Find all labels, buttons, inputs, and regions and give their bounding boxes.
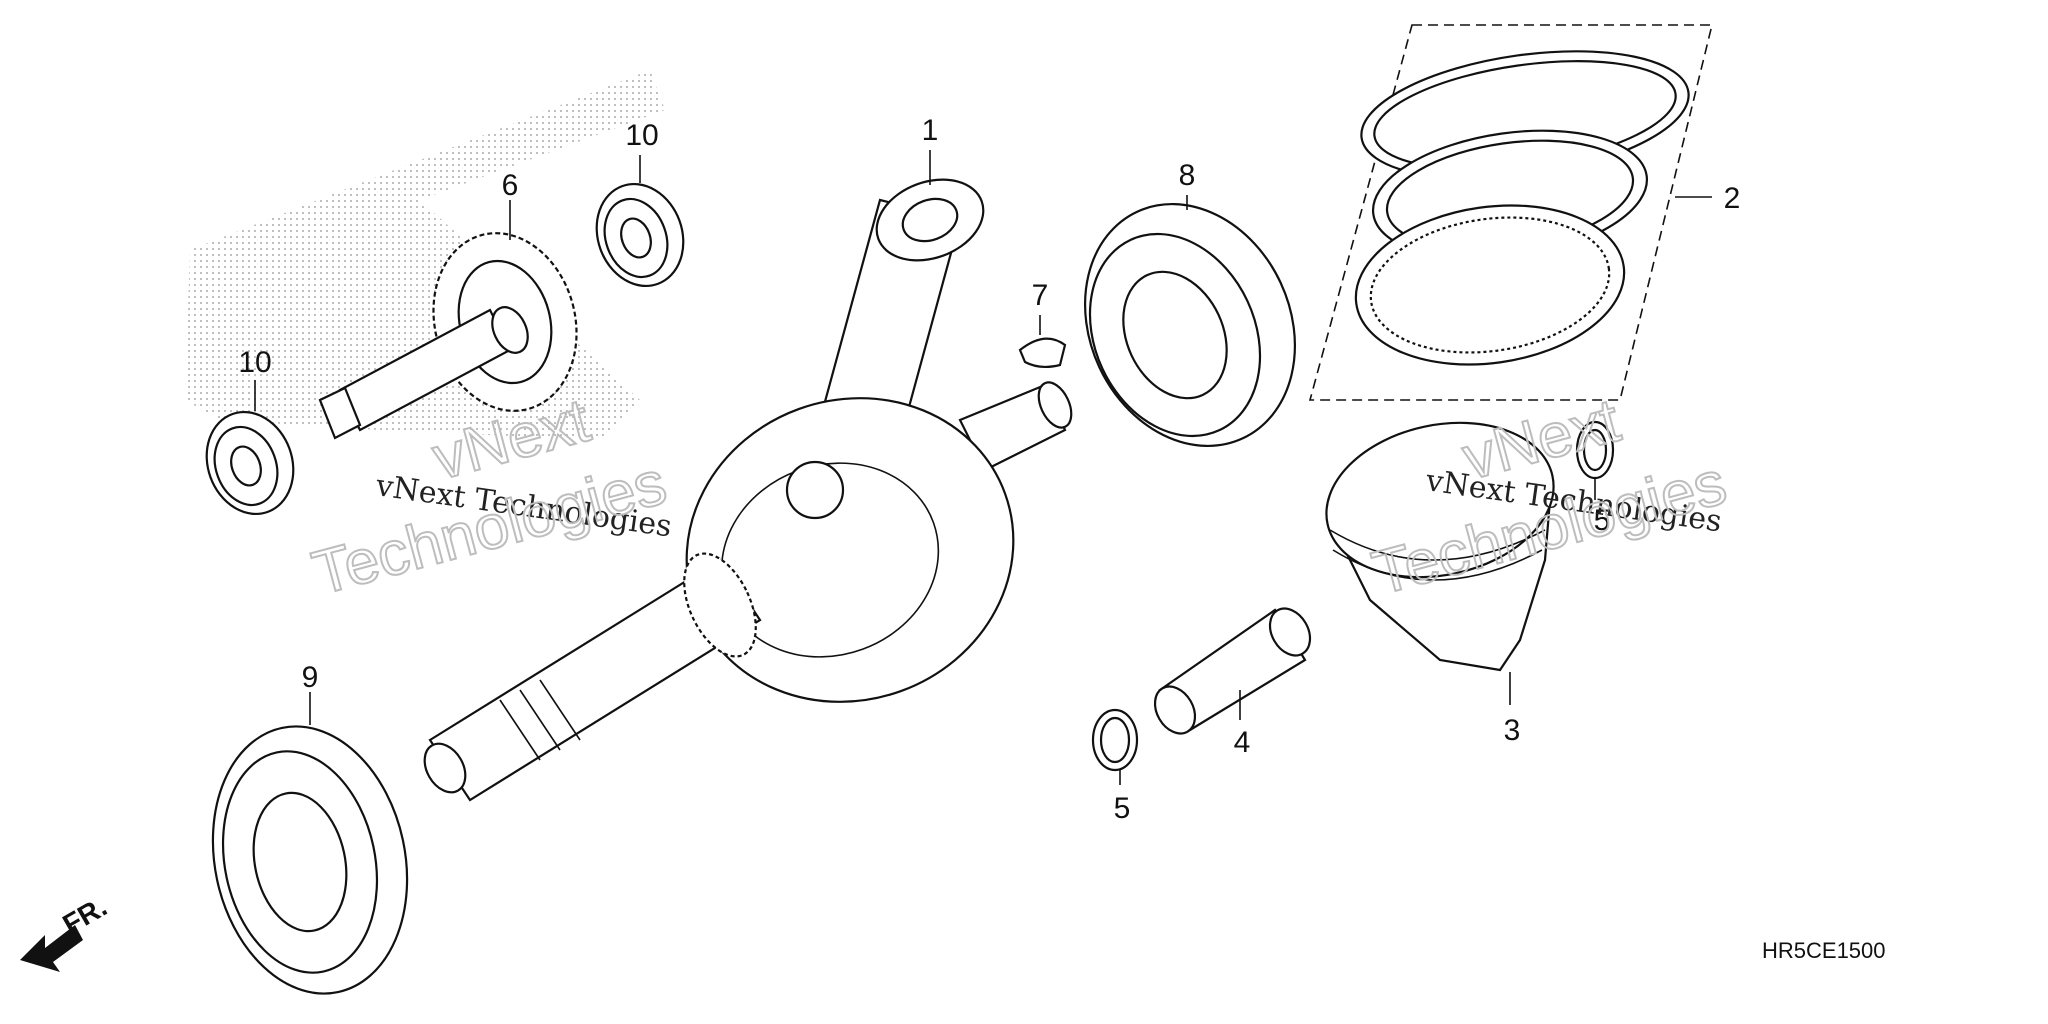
callout-3: 3: [1504, 714, 1521, 747]
callout-5-left: 5: [1114, 792, 1131, 825]
balancer-shaft: [318, 232, 578, 440]
callout-9: 9: [302, 661, 319, 694]
callout-8: 8: [1179, 159, 1196, 192]
callout-4: 4: [1234, 726, 1251, 759]
woodruff-key: [1018, 337, 1067, 369]
callout-7: 7: [1032, 279, 1049, 312]
diagram-code: HR5CE1500: [1762, 938, 1886, 963]
crankshaft-connecting-rod: [423, 178, 1073, 802]
piston-pin: [1153, 607, 1312, 735]
callout-5-right: 5: [1594, 504, 1611, 537]
balancer-bearing-lower: [205, 410, 295, 516]
leader-lines: [254, 150, 1712, 785]
piston-pin-clip-right: [1575, 420, 1615, 480]
callout-1: 1: [922, 114, 939, 147]
crankshaft-bearing-left: [211, 725, 409, 995]
front-direction-arrow-icon: [20, 925, 83, 972]
callout-10-lower: 10: [238, 346, 271, 379]
piston-pin-clip-left: [1091, 708, 1139, 772]
callout-6: 6: [502, 169, 519, 202]
callout-10-upper: 10: [625, 119, 658, 152]
crankshaft-bearing-right: [1083, 202, 1297, 448]
balancer-bearing-upper: [595, 182, 685, 288]
piston: [1325, 421, 1555, 672]
callout-2: 2: [1724, 182, 1741, 215]
piston-ring-set: [1308, 24, 1714, 401]
